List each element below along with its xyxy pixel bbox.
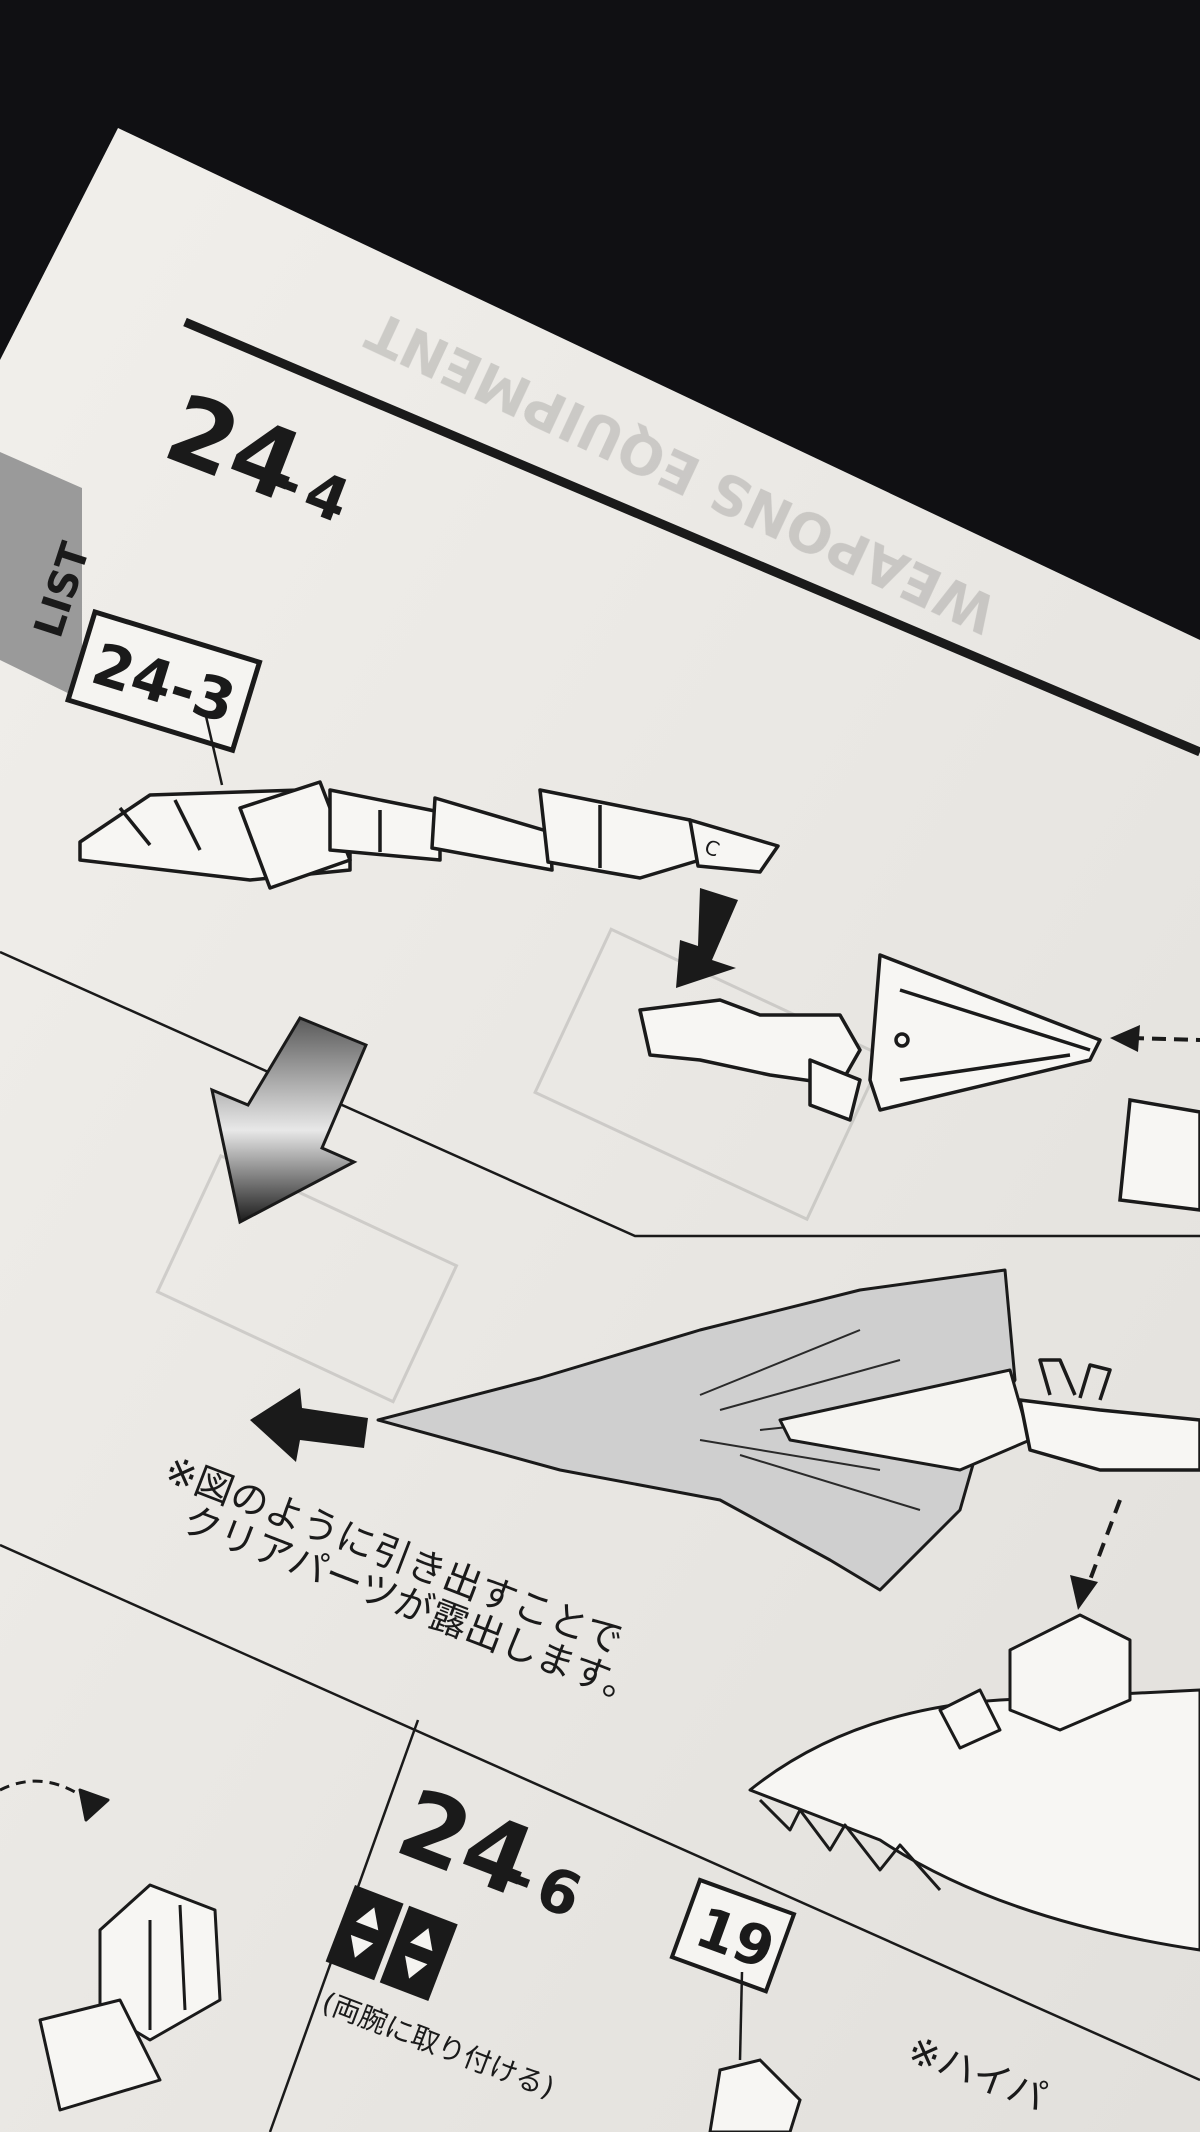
clear-blade-drawing (376, 1268, 1032, 1592)
part-leader-line (738, 1971, 744, 2061)
top-rule (183, 317, 1200, 757)
part-number-box: 19 (669, 1877, 797, 1994)
right-edge-part (1118, 1097, 1200, 1212)
pair-quantity-icon (325, 1885, 458, 2001)
dashed-down-head-icon (1070, 1575, 1098, 1610)
part-19-drawing (708, 2058, 802, 2132)
lower-panel-rule (0, 1543, 1200, 2082)
pull-left-arrow-icon (250, 1388, 368, 1462)
connector-drawing (1018, 1358, 1200, 1472)
step-ref-box: 24-3 (64, 608, 263, 754)
leader-line (203, 711, 224, 786)
dashed-arrow-head-icon (1110, 1025, 1140, 1052)
insert-arrow-icon (676, 888, 738, 988)
panel-divider (0, 950, 1200, 1238)
side-tab (0, 452, 82, 700)
dashed-down-line (1088, 1499, 1122, 1581)
big-down-arrow-icon (209, 1016, 368, 1225)
blade-mount-drawing (638, 953, 1102, 1122)
dashed-guide-line (1129, 1036, 1200, 1042)
weapon-barrel-drawing: C (78, 780, 780, 890)
base-assembly-drawing (748, 1613, 1200, 1952)
lower-left-drawing (0, 1779, 222, 2112)
